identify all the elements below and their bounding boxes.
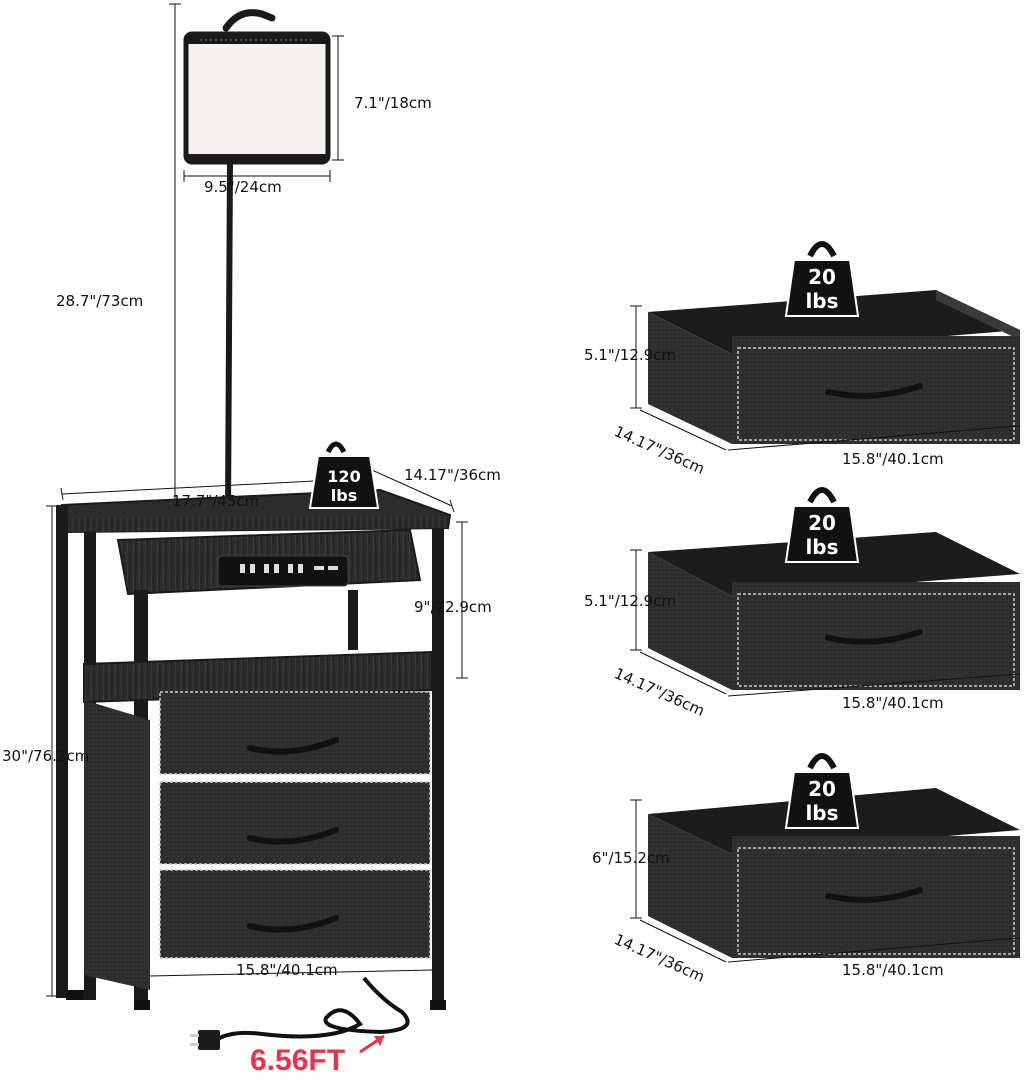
drawer-load-unit: lbs <box>805 801 838 825</box>
nightstand <box>56 488 452 1054</box>
shelf-height-label: 9"/22.9cm <box>414 598 492 616</box>
drawer-load-value: 20 <box>808 265 836 289</box>
weight-badge-icon <box>308 441 380 509</box>
open-shelf <box>83 650 433 704</box>
table-depth-label: 14.17"/36cm <box>404 466 501 484</box>
drawer-illustration <box>648 290 1020 444</box>
drawer-height-label: 6"/15.2cm <box>592 849 670 867</box>
drawer-width-label: 15.8"/40.1cm <box>842 694 944 712</box>
drawer-width-label: 15.8"/40.1cm <box>842 961 944 979</box>
lamp-pole-height-label: 28.7"/73cm <box>56 292 144 310</box>
nightstand-drawer <box>159 869 431 959</box>
cord-length-label: 6.56FT <box>250 1044 346 1077</box>
drawer-load-unit: lbs <box>805 289 838 313</box>
drawer-load-value: lbs <box>805 535 838 559</box>
table-base-width-label: 15.8"/40.1cm <box>236 961 338 979</box>
drawer-illustration <box>648 788 1020 958</box>
lamp-pole <box>225 161 233 511</box>
weight-badge-icon <box>784 487 860 563</box>
drawer-dimension-lines <box>630 305 1019 963</box>
power-strip <box>217 555 349 587</box>
nightstand-drawer <box>159 691 431 775</box>
lamp-shade-height-label: 7.1"/18cm <box>354 94 432 112</box>
lamp-shade-width-label: 9.5"/24cm <box>204 178 282 196</box>
plug-icon <box>198 1030 220 1050</box>
nightstand-drawer <box>159 781 431 865</box>
power-cord <box>214 976 410 1042</box>
drawer-height-label: 5.1"/12.9cm <box>584 346 677 364</box>
drawer-height-label: 5.1"/12.9cm <box>584 592 677 610</box>
drawer-width-label: 15.8"/40.1cm <box>842 450 944 468</box>
table-load-unit: lbs <box>331 486 357 505</box>
table-width-label: 17.7"/45cm <box>172 492 260 510</box>
drawer-illustration <box>648 532 1020 690</box>
drawer-load-value: 20 <box>808 777 836 801</box>
table-load-value: 120 <box>327 467 360 486</box>
weight-badge-icon <box>784 753 860 829</box>
drawer-load-value: 20 <box>808 511 836 535</box>
table-height-label: 30"/76.2cm <box>2 747 90 765</box>
floor-lamp <box>183 9 331 511</box>
lamp-shade <box>183 31 331 165</box>
weight-badge-icon <box>784 241 860 317</box>
lamp-dimension-lines <box>169 3 344 505</box>
